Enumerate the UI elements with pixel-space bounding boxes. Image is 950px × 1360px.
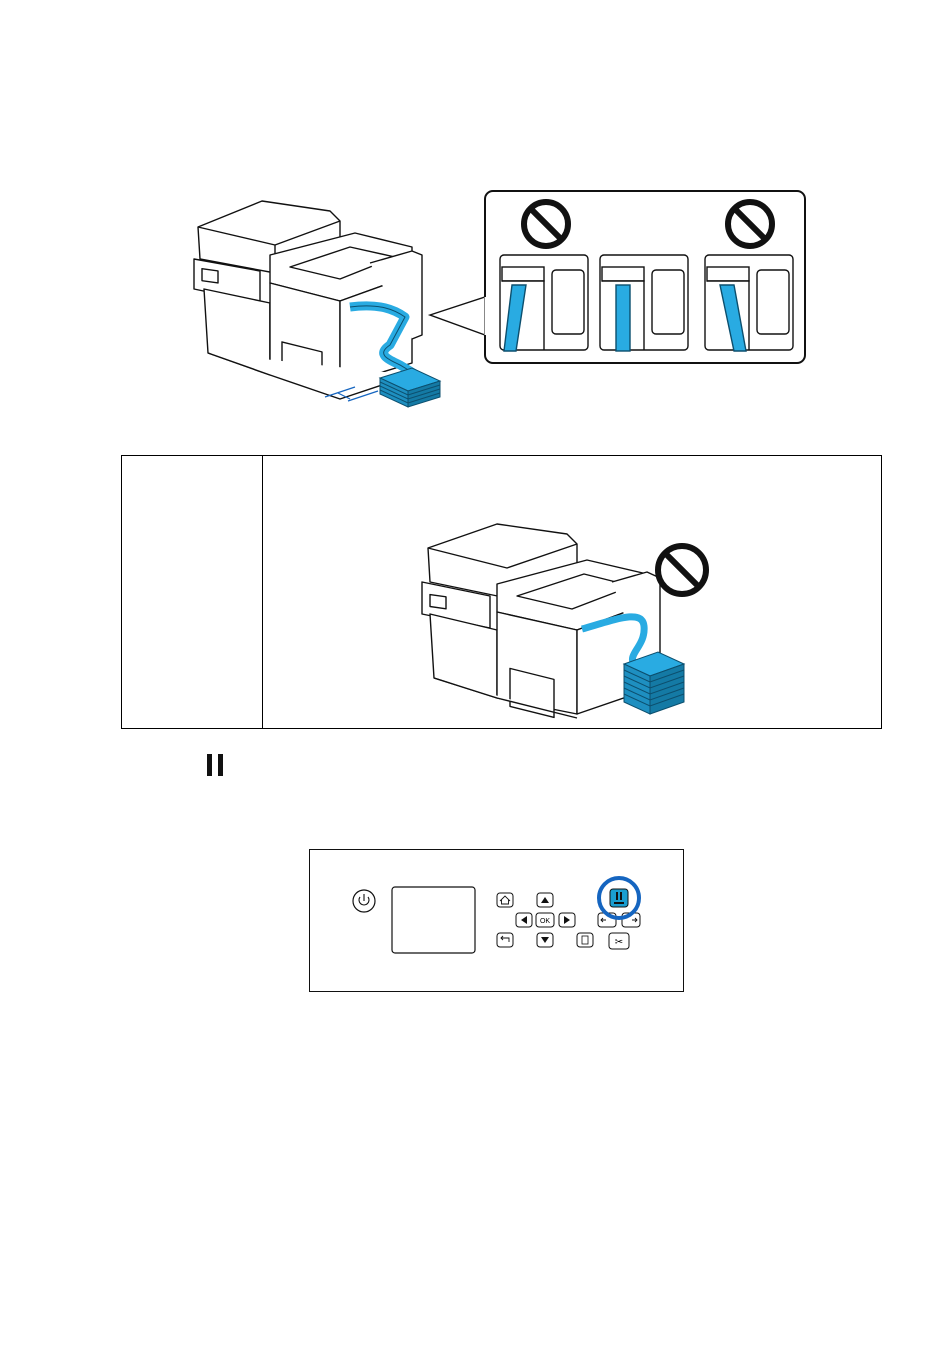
note-box <box>121 455 882 729</box>
left-button <box>516 913 532 927</box>
pause-icon <box>207 754 223 776</box>
note-divider <box>262 456 263 728</box>
lcd-screen <box>392 887 475 953</box>
control-panel-figure: OK ✂ <box>309 849 684 992</box>
paper-path-example-right <box>705 255 793 351</box>
cut-button: ✂ <box>609 933 629 949</box>
stack-too-close-figure <box>412 514 722 724</box>
prohibited-icon <box>658 546 706 594</box>
ok-button: OK <box>536 913 554 927</box>
paper-path-example-center <box>600 255 688 351</box>
svg-text:✂: ✂ <box>615 937 623 948</box>
printer-illustration <box>190 185 810 415</box>
paper-path-example-left <box>500 255 588 351</box>
pause-button <box>610 889 628 907</box>
power-button <box>353 890 375 912</box>
up-button <box>537 893 553 907</box>
down-button <box>537 933 553 947</box>
info-button <box>577 933 593 947</box>
back-button <box>497 933 513 947</box>
right-button <box>559 913 575 927</box>
home-button <box>497 893 513 907</box>
printer-paper-feed-figure <box>190 185 810 415</box>
svg-text:OK: OK <box>540 918 550 925</box>
